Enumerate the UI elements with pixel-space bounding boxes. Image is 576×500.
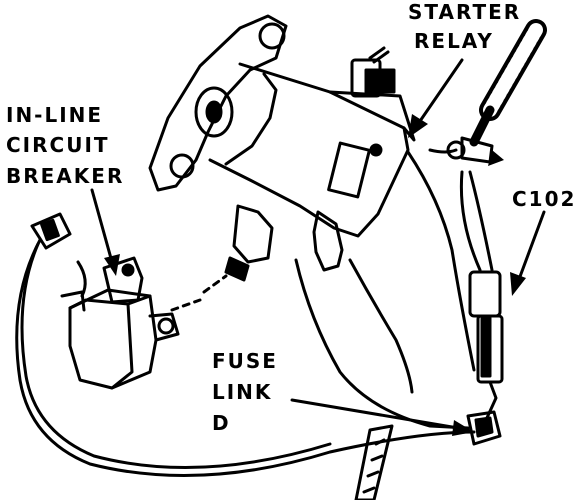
breaker-terminal-tab [102,256,144,304]
label-starter-relay-line2: RELAY [414,29,494,53]
breaker-side-hole [157,317,175,335]
label-in-line-circuit-breaker: IN-LINE CIRCUIT BREAKER [6,103,124,188]
label-fuse-line1: FUSE [212,349,278,373]
breaker-top-bracket [60,290,86,312]
cable-eyelet [446,140,466,160]
breaker-mount-dash-line [170,298,202,312]
mount-hole-bottom [169,153,195,179]
mounting-plate [148,14,288,192]
starter-relay-arrow [408,58,464,138]
mount-hole-top [258,22,286,50]
label-breaker-line2: CIRCUIT [6,133,110,157]
label-breaker-line1: IN-LINE [6,103,103,127]
relay-housing-top [328,90,416,142]
breaker-feed-wire-inner [20,242,332,469]
leader-arrows [90,58,546,436]
wires [15,148,476,477]
relay-to-cable-link [428,148,458,154]
label-fuse-line2: LINK [212,380,272,404]
terminal-boot [312,210,344,272]
label-fuse-line3: D [212,411,231,435]
relay-end-hole [205,100,223,124]
breaker-stub-wire [76,260,87,298]
fuse-link-arrow [290,398,474,436]
breaker-tab-hole [121,263,135,277]
lower-terminal [224,204,274,282]
terminal-block [327,141,371,199]
relay-housing-edge [224,72,278,166]
breaker-side-tab [148,312,180,342]
battery-terminal-stud [350,46,396,98]
ground-strap [354,424,394,500]
harness-wire-a [459,170,482,272]
mounting-dash-line [202,274,228,294]
battery-cable [446,19,547,166]
in-line-circuit-breaker [60,256,180,390]
relay-to-c102-wire [406,150,476,372]
relay-housing [208,62,410,238]
relay-lower-wire [348,258,414,394]
harness-wire-b [468,170,494,272]
label-c102: C102 [512,187,576,211]
fuse-link-d [466,410,502,446]
relay-end-cap [194,86,234,138]
c102-arrow [510,210,546,296]
label-starter-relay: STARTER RELAY [408,0,521,53]
label-breaker-line3: BREAKER [6,164,124,188]
relay-to-fuse-wire [294,258,470,430]
breaker-body [68,288,158,390]
label-starter-relay-line1: STARTER [408,0,521,24]
label-fuse-link-d: FUSE LINK D [212,349,278,435]
starter-relay [148,14,416,282]
c102-connector [459,170,504,422]
cable-ring-terminal [460,136,494,164]
relay-screw [369,143,383,157]
breaker-front-edge [110,302,134,390]
